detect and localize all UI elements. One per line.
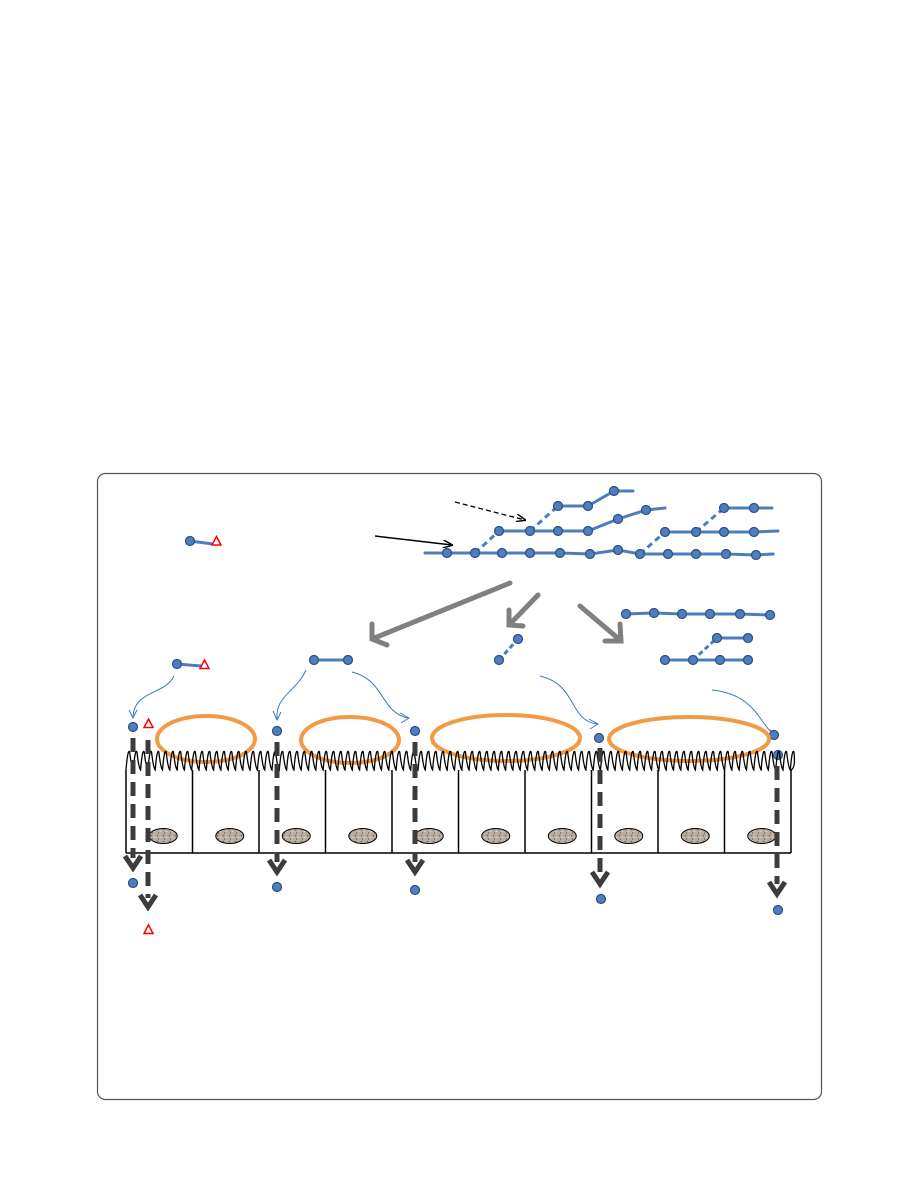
glucose-icon — [184, 535, 196, 547]
nucleus-icon — [614, 828, 644, 844]
galactose-icon — [210, 534, 223, 546]
nucleus-icon — [215, 828, 245, 844]
maltotriose-oligosaccharide-product — [620, 607, 776, 621]
figure-frame — [96, 472, 823, 1101]
nucleus-icon — [481, 828, 511, 844]
maltose-product — [308, 654, 354, 666]
nucleus-icon — [148, 828, 178, 844]
absorption-arrows — [122, 738, 788, 912]
branch-links — [473, 504, 725, 556]
galactose-icon — [142, 923, 155, 935]
lactase-enzyme — [155, 714, 257, 764]
alpha-1-4-pointer-arrow — [374, 535, 452, 545]
absorbed-monosaccharides — [127, 877, 784, 916]
limit-dextrin-product — [659, 632, 754, 666]
nucleus-icon — [348, 828, 378, 844]
isomaltose-product — [493, 633, 524, 666]
alpha-1-6-pointer-arrow — [454, 501, 525, 520]
nucleus-icon — [747, 828, 777, 844]
galactose-icon — [142, 717, 155, 729]
amylase-digestion-arrows — [369, 580, 624, 648]
nucleus-icon — [547, 828, 577, 844]
lactose-molecule — [184, 534, 223, 547]
lactose-substrate — [171, 658, 211, 670]
microvilli-brush-border — [125, 750, 796, 772]
nucleus-icon — [414, 828, 444, 844]
starch-glucose-units — [441, 485, 762, 561]
nucleus-icon — [281, 828, 311, 844]
nucleus-icon — [680, 828, 710, 844]
intestinal-epithelium — [125, 750, 796, 854]
